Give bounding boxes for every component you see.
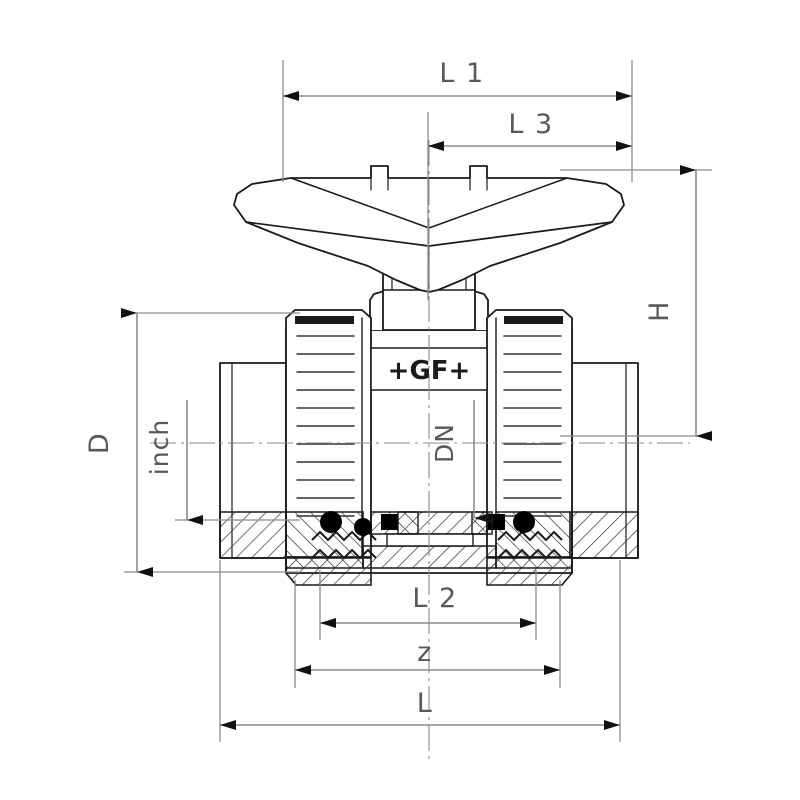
- dim-label-L2: L 2: [412, 583, 457, 614]
- dim-label-L3: L 3: [508, 109, 553, 140]
- dim-label-H: H: [644, 300, 675, 322]
- dim-label-L: L: [417, 688, 434, 719]
- dimension-lines: [121, 91, 712, 730]
- thread-profile-right: [497, 530, 563, 560]
- gf-brand-logo: +GF+: [388, 356, 471, 386]
- dim-label-D: D: [84, 432, 115, 454]
- dimension-labels: L 1 L 3 H D inch DN L 2 z L: [84, 58, 675, 719]
- centre-lines: [150, 140, 690, 760]
- dim-label-inch: inch: [145, 419, 174, 475]
- dim-label-L1: L 1: [439, 58, 484, 89]
- dim-label-DN: DN: [430, 423, 459, 463]
- dim-label-z: z: [417, 637, 433, 668]
- gf-logo-text: +GF+: [388, 356, 471, 386]
- valve-section: [219, 511, 639, 586]
- union-nut-left: [285, 309, 372, 558]
